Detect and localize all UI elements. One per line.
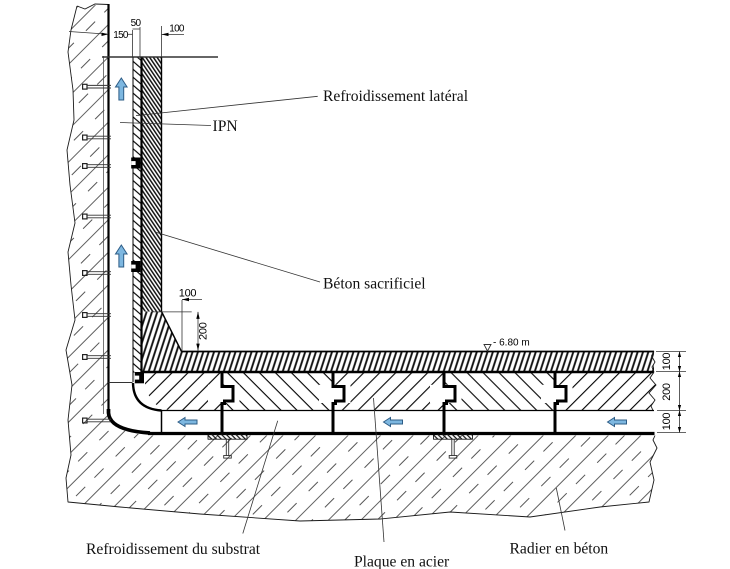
svg-text:100: 100 [661,353,673,371]
svg-text:100: 100 [169,24,185,35]
svg-text:Béton sacrificiel: Béton sacrificiel [323,276,426,293]
svg-text:Plaque en acier: Plaque en acier [354,554,450,569]
svg-text:50: 50 [131,18,142,29]
svg-text:100: 100 [661,413,673,431]
svg-text:200: 200 [661,383,673,401]
svg-text:Radier en béton: Radier en béton [510,541,609,558]
svg-text:Refroidissement du substrat: Refroidissement du substrat [86,541,261,558]
svg-text:200: 200 [197,322,209,340]
svg-text:100: 100 [179,288,197,300]
svg-text:Refroidissement latéral: Refroidissement latéral [323,88,469,105]
svg-text:- 6.80 m: - 6.80 m [493,338,530,349]
svg-text:150: 150 [113,30,129,41]
svg-text:IPN: IPN [213,118,238,135]
